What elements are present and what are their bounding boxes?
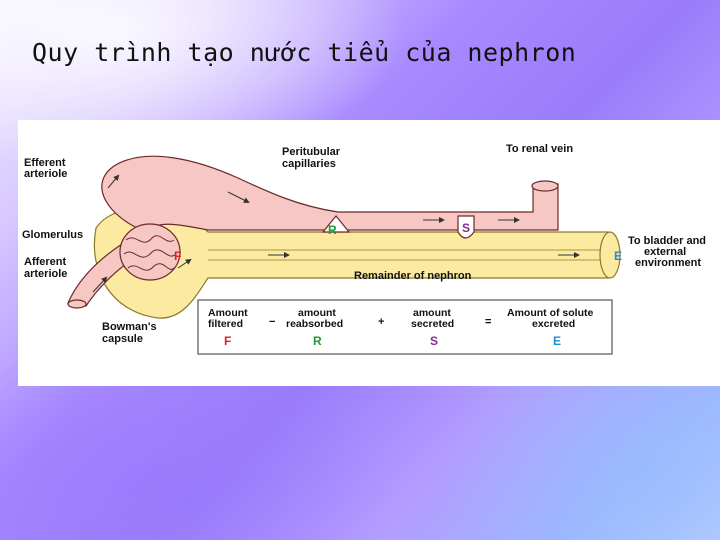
eq-plus: +	[378, 316, 384, 328]
letter-f: F	[174, 249, 181, 263]
eq-letter-e: E	[553, 334, 561, 348]
letter-e: E	[614, 249, 622, 263]
eq-minus: −	[269, 316, 275, 328]
eq-letter-r: R	[313, 334, 322, 348]
bladder-label-1: To bladder and	[628, 235, 706, 247]
renal-vein-label: To renal vein	[506, 143, 573, 155]
eq-secreted-2: secreted	[411, 318, 454, 330]
eq-filtered-1: Amount	[208, 307, 248, 319]
afferent-label-1: Afferent	[24, 256, 67, 268]
eq-excreted-1: Amount of solute	[507, 307, 593, 319]
eq-letter-f: F	[224, 334, 231, 348]
efferent-label-2: arteriole	[24, 168, 67, 180]
eq-filtered-2: filtered	[208, 318, 243, 330]
eq-letter-s: S	[430, 334, 438, 348]
bowman-label-2: capsule	[102, 333, 143, 345]
eq-reabsorbed-2: reabsorbed	[286, 318, 343, 330]
eq-excreted-2: excreted	[532, 318, 575, 330]
peritubular-label-1: Peritubular	[282, 146, 341, 158]
equation-box: Amount filtered − amount reabsorbed + am…	[197, 299, 613, 355]
afferent-label-2: arteriole	[24, 268, 67, 280]
bowman-label-1: Bowman's	[102, 321, 157, 333]
letter-r: R	[328, 223, 337, 237]
eq-equals: =	[485, 316, 491, 328]
bladder-label-2: external	[644, 246, 686, 258]
letter-s: S	[462, 221, 470, 235]
eq-secreted-1: amount	[413, 307, 451, 319]
peritubular-label-2: capillaries	[282, 158, 336, 170]
bladder-label-3: environment	[635, 257, 701, 269]
eq-reabsorbed-1: amount	[298, 307, 336, 319]
slide-title: Quy trình tạo nước tiểu của nephron	[32, 38, 577, 67]
tubule	[93, 207, 621, 319]
efferent-label-1: Efferent	[24, 157, 66, 169]
flow-arrows	[92, 174, 580, 293]
glomerulus-label: Glomerulus	[22, 229, 83, 241]
blood-vessels	[67, 155, 559, 309]
nephron-diagram: F R S E Efferent arteriole Peritubular c…	[18, 120, 720, 386]
remainder-label: Remainder of nephron	[354, 270, 472, 282]
